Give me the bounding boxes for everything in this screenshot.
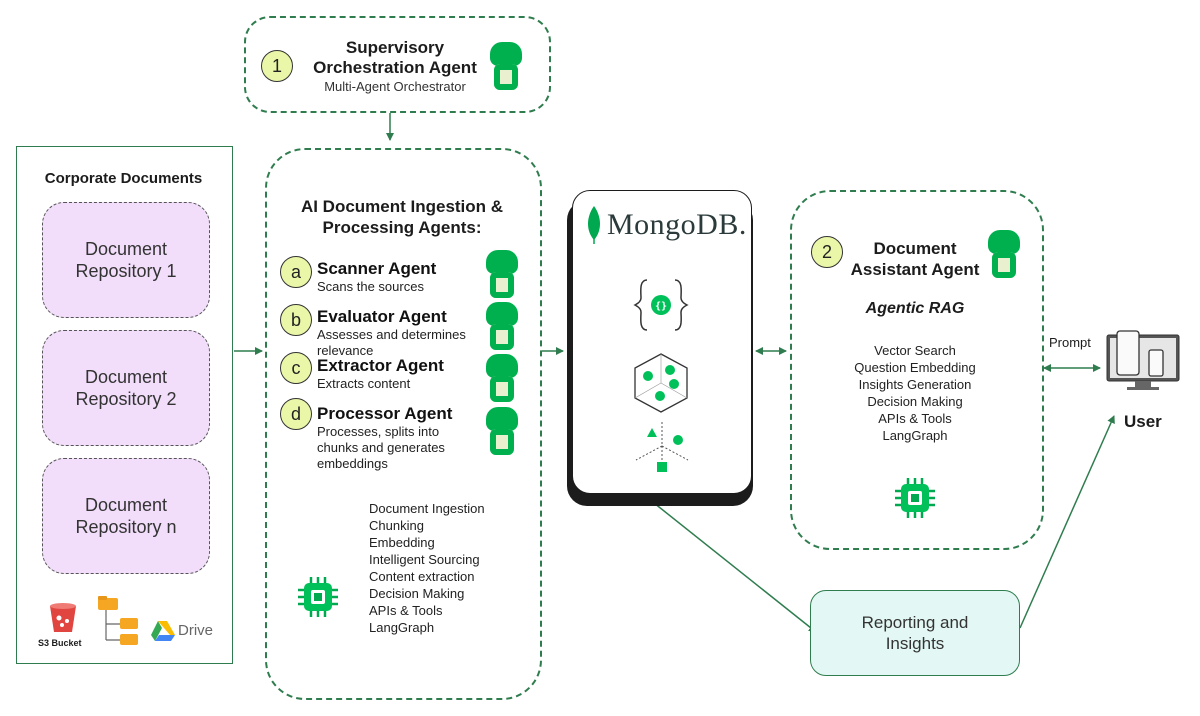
step-a-badge: a	[280, 256, 312, 288]
step-c-badge: c	[280, 352, 312, 384]
prompt-label: Prompt	[1049, 335, 1091, 350]
processor-agent-name: Processor Agent	[317, 404, 453, 423]
step-d-badge: d	[280, 398, 312, 430]
extractor-agent: Extractor Agent Extracts content	[317, 356, 477, 392]
extractor-agent-name: Extractor Agent	[317, 356, 444, 375]
assistant-robot-icon	[982, 228, 1028, 280]
step-b-badge: b	[280, 304, 312, 336]
reporting-insights-box: Reporting and Insights	[810, 590, 1020, 676]
scanner-agent-name: Scanner Agent	[317, 259, 437, 278]
evaluator-robot-icon	[480, 300, 526, 352]
corporate-documents-title: Corporate Documents	[44, 170, 203, 187]
mongodb-logo-text: MongoDB.	[607, 208, 747, 241]
drive-label: Drive	[178, 622, 214, 639]
supervisor-robot-icon	[484, 40, 530, 92]
ingestion-chip-icon	[298, 577, 338, 617]
mongodb-leaf-icon	[588, 206, 600, 244]
step-2-badge: 2	[811, 236, 843, 268]
scanner-agent: Scanner Agent Scans the sources	[317, 259, 477, 295]
google-drive-icon	[151, 621, 175, 641]
assistant-subtitle: Agentic RAG	[865, 300, 965, 317]
shapes-graph-icon	[635, 422, 689, 472]
extractor-robot-icon	[480, 352, 526, 404]
s3-bucket-icon	[50, 603, 76, 632]
user-label: User	[1124, 412, 1162, 431]
s3-bucket-label: S3 Bucket	[38, 638, 82, 648]
assistant-chip-icon	[895, 478, 935, 518]
user-devices-icon	[1106, 330, 1180, 390]
arrow-mongodb-to-reporting	[653, 502, 817, 633]
svg-text:{}: {}	[655, 301, 667, 312]
evaluator-agent: Evaluator Agent Assesses and determines …	[317, 307, 477, 359]
folder-tree-icon	[98, 596, 138, 645]
vector-cluster-icon	[634, 353, 688, 413]
scanner-robot-icon	[480, 248, 526, 300]
document-json-icon: {}	[633, 279, 689, 331]
processor-agent: Processor Agent Processes, splits into c…	[317, 404, 477, 472]
assistant-capabilities: Vector Search Question Embedding Insight…	[854, 343, 976, 443]
arrow-reporting-to-user	[1019, 415, 1115, 629]
scanner-agent-desc: Scans the sources	[317, 279, 424, 294]
ingestion-title: AI Document Ingestion & Processing Agent…	[300, 197, 504, 237]
step-1-badge: 1	[261, 50, 293, 82]
processor-robot-icon	[480, 405, 526, 457]
supervisor-title: Supervisory Orchestration Agent Multi-Ag…	[313, 38, 477, 94]
assistant-title: Document Assistant Agent	[850, 239, 980, 279]
evaluator-agent-name: Evaluator Agent	[317, 307, 447, 326]
ingestion-capabilities: Document Ingestion Chunking Embedding In…	[369, 501, 485, 635]
